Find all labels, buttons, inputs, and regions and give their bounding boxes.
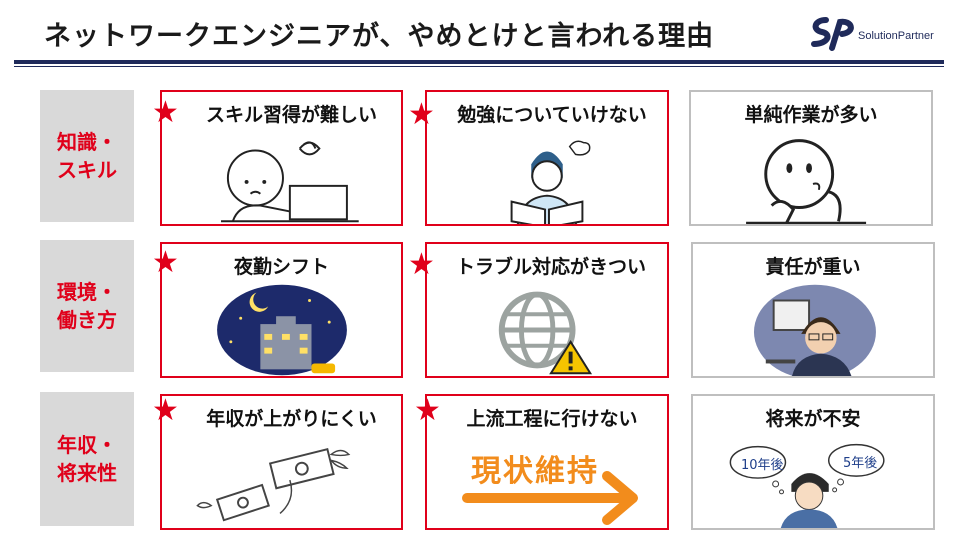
star-icon: ★ (408, 97, 435, 132)
card-salary-growth: 年収が上がりにくい (160, 394, 403, 530)
row-label-line: スキル (57, 158, 117, 182)
card-title: 責任が重い (765, 256, 861, 278)
logo-text: SolutionPartner (858, 30, 934, 42)
card-title: 単純作業が多い (744, 104, 878, 126)
header-rule-thin (14, 66, 944, 67)
card-title: トラブル対応がきつい (455, 256, 646, 278)
page-title: ネットワークエンジニアが、やめとけと言われる理由 (44, 21, 715, 52)
star-icon: ★ (152, 393, 179, 428)
company-logo (806, 14, 956, 54)
row-label-line: 働き方 (57, 308, 117, 332)
header-rule (14, 60, 944, 64)
confused-person-laptop-icon (221, 141, 359, 223)
globe-warning-icon (498, 291, 593, 375)
person-reading-book-icon (510, 140, 591, 224)
flying-money-icon (196, 447, 351, 522)
thought-bubble-left: 10年後 (741, 458, 784, 473)
row-label-line: 年収・ (57, 433, 117, 457)
hospital-night-icon (217, 284, 347, 376)
card-simple-tasks: 単純作業が多い (689, 90, 933, 226)
card-title: 将来が不安 (765, 408, 861, 430)
star-icon: ★ (408, 247, 435, 282)
card-skill-acquisition: スキル習得が難しい (160, 90, 403, 226)
card-title: 夜勤シフト (233, 256, 329, 278)
card-upstream-process: 上流工程に行けない 現状維持 (425, 394, 669, 530)
row-label-environment: 環境・働き方 (40, 240, 134, 372)
card-title: 勉強についていけない (457, 104, 647, 126)
card-heavy-responsibility: 責任が重い (691, 242, 935, 378)
star-icon: ★ (152, 245, 179, 280)
row-label-line: 環境・ (57, 280, 117, 304)
card-title: スキル習得が難しい (205, 104, 377, 126)
stressed-worker-monitor-icon (754, 284, 876, 376)
card-trouble-response: トラブル対応がきつい (425, 242, 669, 378)
card-title: 上流工程に行けない (466, 408, 638, 430)
row-label-line: 知識・ (57, 130, 117, 154)
arrow-right-icon (462, 471, 638, 525)
row-label-skills: 知識・スキル (40, 90, 134, 222)
card-study-keepup: 勉強についていけない (425, 90, 669, 226)
worried-man-thought-bubbles-icon (729, 443, 885, 528)
card-title: 年収が上がりにくい (206, 408, 377, 430)
card-future-anxiety: 将来が不安 10年後 5年後 (691, 394, 935, 530)
row-label-line: 将来性 (57, 461, 117, 485)
bored-person-chin-icon (746, 139, 867, 224)
thought-bubble-right: 5年後 (843, 456, 878, 471)
star-icon: ★ (152, 95, 179, 130)
status-quo-text: 現状維持 (471, 454, 599, 489)
card-night-shift: 夜勤シフト (160, 242, 403, 378)
row-label-income: 年収・将来性 (40, 392, 134, 526)
star-icon: ★ (414, 393, 441, 428)
sp-logo-mark-icon (811, 17, 854, 51)
